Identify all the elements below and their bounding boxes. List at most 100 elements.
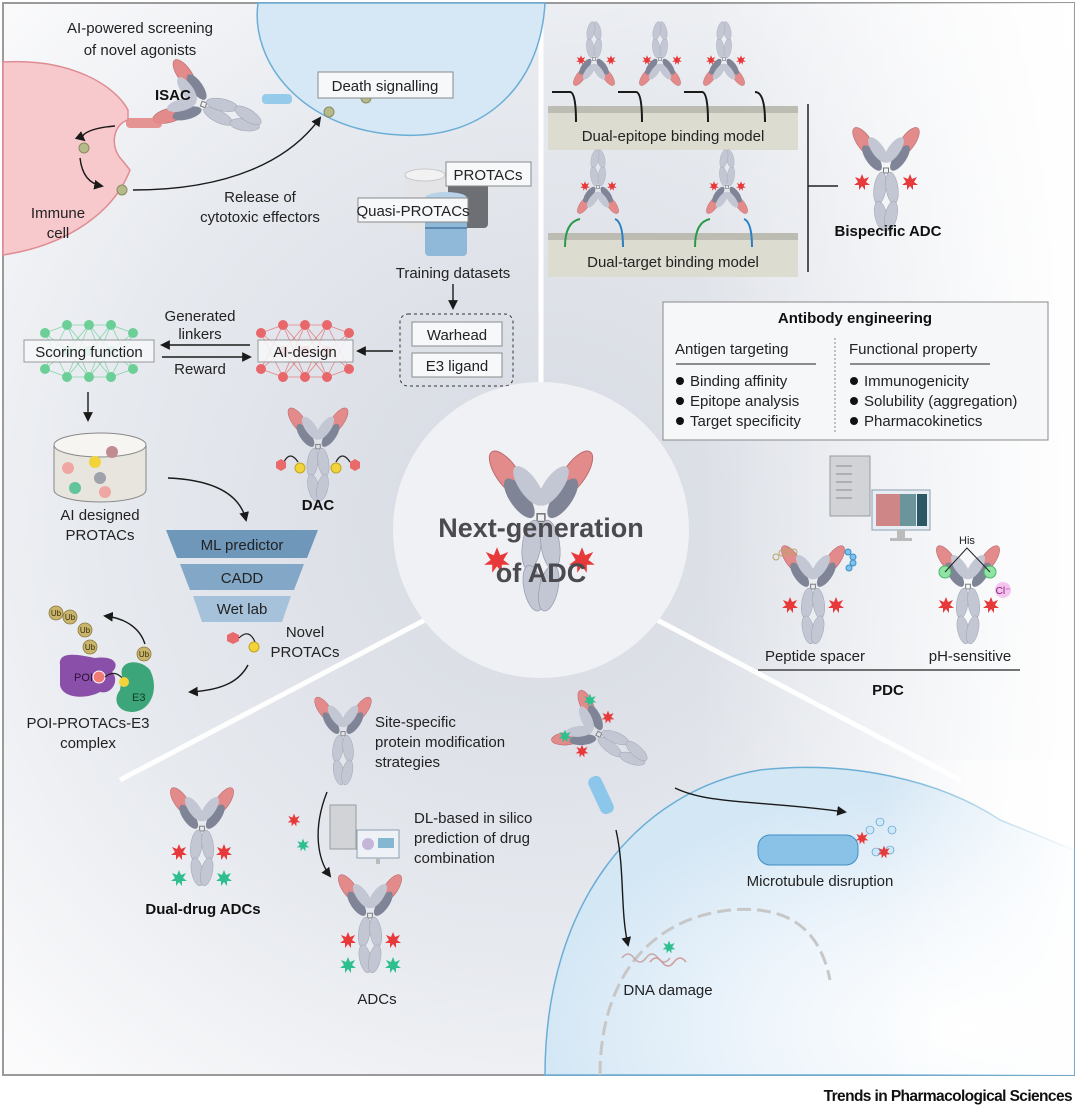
immune-cell [2,60,131,256]
network-node [278,372,288,382]
peptide-spacer-label: Peptide spacer [765,648,865,665]
generated-linkers-label-2: linkers [178,326,221,343]
funnel-ml-predictor: ML predictor [201,537,284,554]
dual-drug-section: Site-specific protein modification strat… [145,693,532,1008]
network-node [84,320,94,330]
protacs-db-box [445,161,532,187]
dual-target-label: Dual-target binding model [587,254,759,271]
functional-item: Pharmacokinetics [864,413,982,430]
svg-text:Ub: Ub [80,626,91,635]
death-signalling-label: Death signalling [332,78,439,95]
ph-sensitive-label: pH-sensitive [929,648,1012,665]
center-title-line-1: Next-generation [438,513,644,543]
functional-item: Immunogenicity [864,373,970,390]
screening-label-2: of novel agonists [84,42,197,59]
scoring-function-label: Scoring function [35,344,143,361]
network-node [256,364,266,374]
bispecific-title: Bispecific ADC [835,223,942,240]
training-datasets-label: Training datasets [396,265,511,282]
tumor-cell-section: Microtubule disruption DNA damage [544,683,1075,1076]
tumor-cell [256,2,546,137]
network-node [300,320,310,330]
bispecific-section: Dual-epitope binding model Dual-target b… [548,20,942,277]
network-node [256,328,266,338]
immune-cell-label-1: Immune [31,205,85,222]
network-node [344,328,354,338]
ai-library-cylinder-icon [53,432,147,503]
antigen-item: Epitope analysis [690,393,799,410]
novel-protacs-label-1: Novel [286,624,324,641]
warhead-label: Warhead [427,327,487,344]
pdc-section: His Cl⁻ Peptide spacer pH-sensitive PDC [758,455,1020,699]
protac-section: PROTACs Quasi-PROTACs Training datasets … [23,161,532,752]
network-node [278,320,288,330]
inputs-dashed-box [399,313,514,387]
microtubule-label: Microtubule disruption [747,873,894,890]
site-specific-label-2: protein modification [375,734,505,751]
network-node [40,328,50,338]
network-node [344,364,354,374]
network-node [106,372,116,382]
funnel-cadd: CADD [221,570,264,587]
functional-property-header: Functional property [849,341,978,358]
adcs-label: ADCs [357,991,396,1008]
antigen-item: Target specificity [690,413,801,430]
death-signalling-box [317,71,454,99]
svg-text:Ub: Ub [139,650,150,659]
dual-drug-title: Dual-drug ADCs [145,901,260,918]
network-node [106,320,116,330]
antibody-engineering-box: Antibody engineering Antigen targeting F… [662,301,1049,441]
network-node [300,372,310,382]
poi-e3-complex-icon: Ub Ub Ub Ub Ub POI E3 [48,605,154,712]
ub-label: Ub [51,609,62,618]
immune-cell-label-2: cell [47,225,70,242]
engineering-title: Antibody engineering [778,310,932,327]
computer-server-icon [829,455,931,541]
dl-based-label-1: DL-based in silico [414,810,532,827]
complex-label-1: POI-PROTACs-E3 [26,715,149,732]
dual-epitope-label: Dual-epitope binding model [582,128,765,145]
ai-designed-label-1: AI designed [60,507,139,524]
release-label-1: Release of [224,189,297,206]
network-node [322,372,332,382]
e3-label: E3 [132,692,145,704]
isac-title: ISAC [155,87,191,104]
e3-ligand-label: E3 ligand [426,358,489,375]
dna-damage-label: DNA damage [623,982,712,999]
ai-designed-label-2: PROTACs [66,527,135,544]
dac-title: DAC [302,497,335,514]
reward-label: Reward [174,361,226,378]
journal-caption: Trends in Pharmacological Sciences [824,1088,1072,1105]
site-specific-label-1: Site-specific [375,714,456,731]
antigen-item: Binding affinity [690,373,788,390]
functional-item: Solubility (aggregation) [864,393,1017,410]
isac-section: Death signalling AI-powered screening of… [2,2,546,256]
release-label-2: cytotoxic effectors [200,209,320,226]
network-node [128,328,138,338]
chloride-label: Cl⁻ [996,586,1011,597]
ai-design-label: AI-design [273,344,336,361]
quasi-protacs-box [357,197,469,223]
quadrant-dividers [118,3,962,783]
screening-funnel [166,530,318,622]
dna-icon [621,953,687,967]
site-specific-label-3: strategies [375,754,440,771]
pdc-title: PDC [872,682,904,699]
center-title-line-2: of ADC [496,558,586,588]
svg-text:Ub: Ub [65,613,76,622]
dl-based-label-2: prediction of drug [414,830,530,847]
his-label: His [959,535,975,547]
quasi-protacs-label: Quasi-PROTACs [356,203,469,220]
microtubule-icon [757,817,897,866]
generated-linkers-label-1: Generated [165,308,236,325]
network-node [128,364,138,374]
svg-text:Ub: Ub [85,643,96,652]
network-node [62,320,72,330]
protacs-db-label: PROTACs [454,167,523,184]
network-node [40,364,50,374]
dl-computer-icon [329,804,400,864]
antigen-targeting-header: Antigen targeting [675,341,788,358]
dl-based-label-3: combination [414,850,495,867]
center-circle: Next-generation of ADC [393,382,689,678]
